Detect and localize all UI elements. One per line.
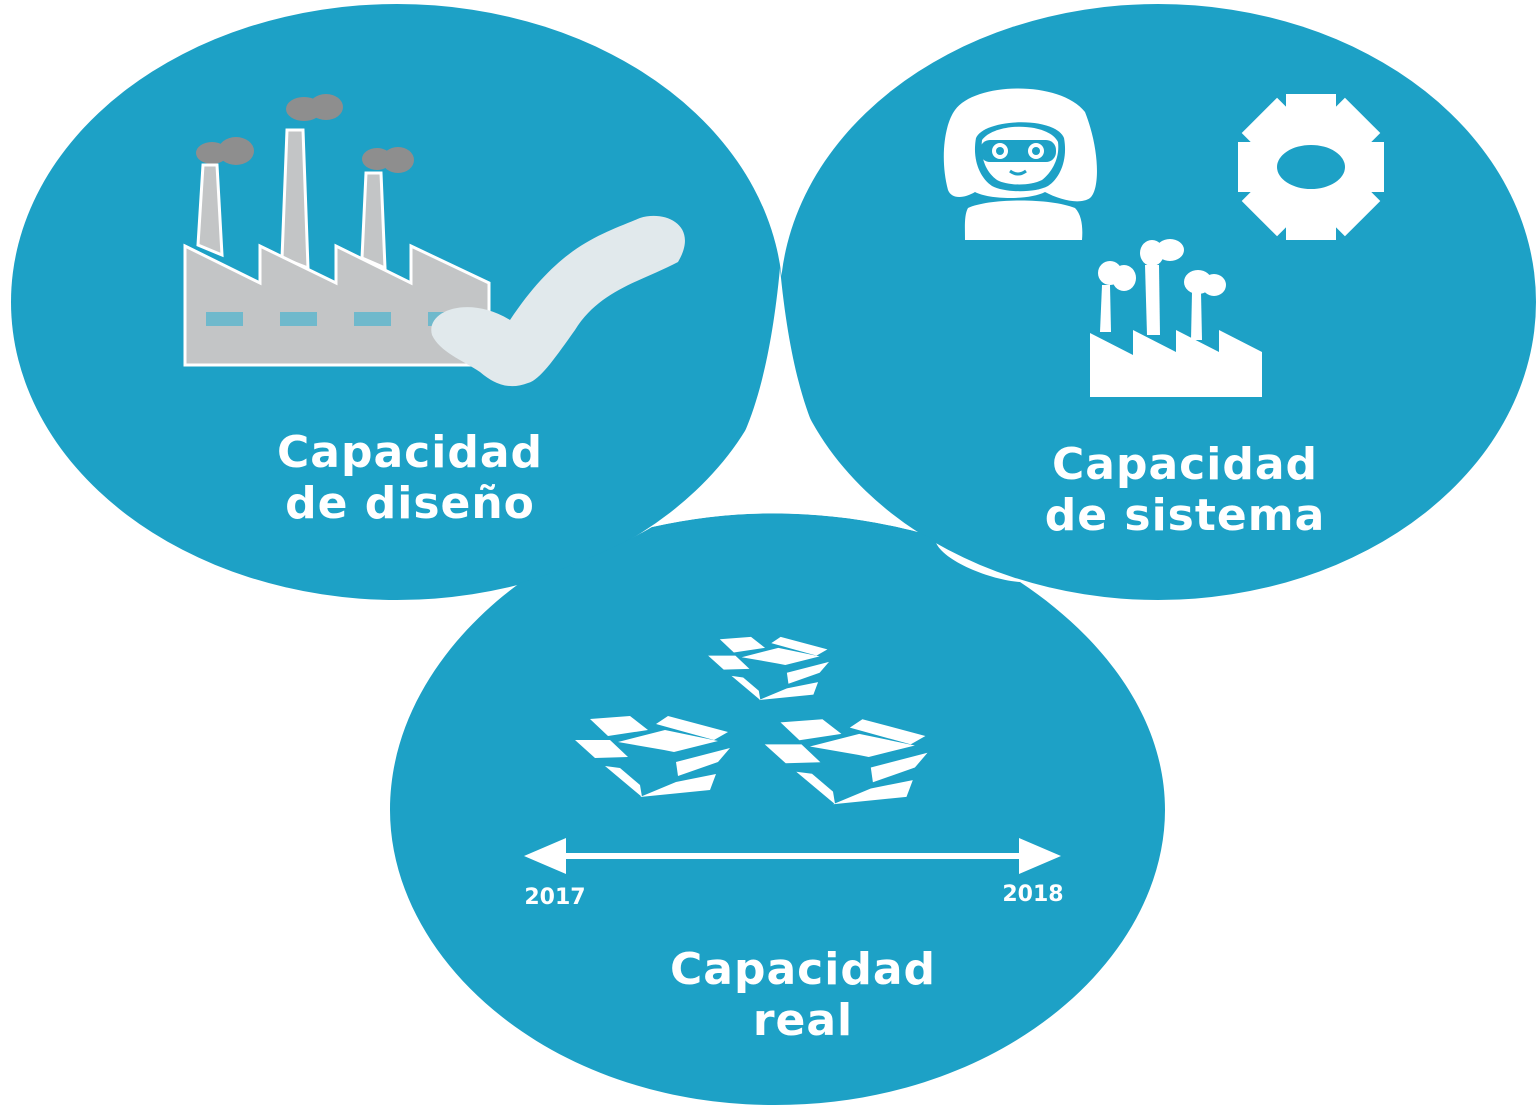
system-label-line1: Capacidad xyxy=(1051,439,1319,490)
design-capacity-circle xyxy=(11,4,783,600)
worker-icon xyxy=(943,88,1097,240)
timeline-end-label: 2018 xyxy=(1002,882,1064,907)
checkmark-icon xyxy=(431,215,685,387)
design-label-line2: de diseño xyxy=(285,477,535,529)
timeline-start-label: 2017 xyxy=(524,885,586,910)
real-circle-background xyxy=(390,513,1165,1105)
factory-icon xyxy=(183,94,491,367)
system-capacity-circle xyxy=(780,4,1536,600)
real-label-line2: real xyxy=(752,994,854,1046)
design-label-line1: Capacidad xyxy=(276,427,544,478)
real-capacity-circle xyxy=(390,513,1165,1105)
system-capacity-label: Capacidad de sistema xyxy=(995,439,1375,541)
gap-wedge xyxy=(652,268,918,532)
design-capacity-label: Capacidad de diseño xyxy=(220,427,600,529)
real-label-line1: Capacidad xyxy=(669,944,937,995)
gear-icon xyxy=(1238,94,1384,240)
double-arrow-icon xyxy=(524,838,1061,874)
factory-icon xyxy=(1090,239,1262,397)
system-label-line2: de sistema xyxy=(1044,489,1326,541)
real-capacity-label: Capacidad real xyxy=(613,944,993,1046)
